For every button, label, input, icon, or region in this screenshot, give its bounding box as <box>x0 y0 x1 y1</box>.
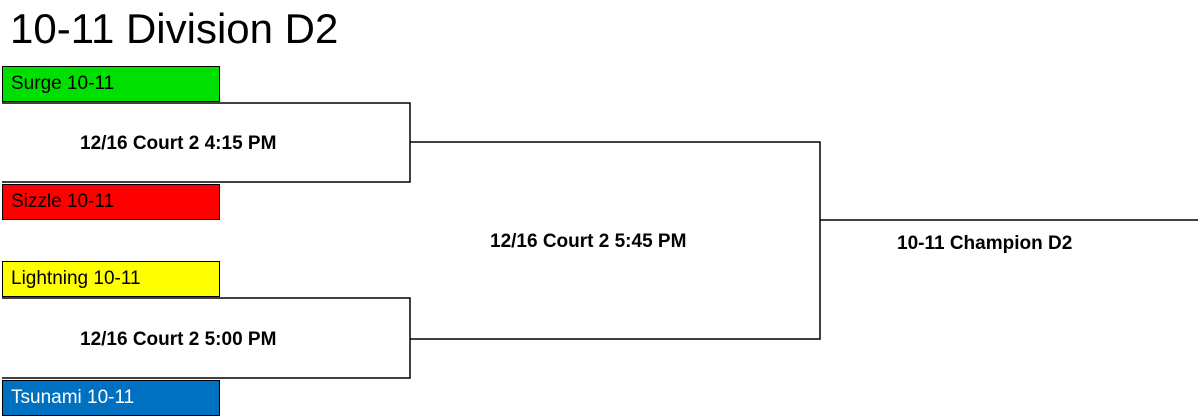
team-name: Tsunami 10-11 <box>11 387 135 408</box>
bracket-title: 10-11 Division D2 <box>10 5 339 52</box>
semi1-game-label: 12/16 Court 2 4:15 PM <box>80 133 277 154</box>
team-slot-sizzle: Sizzle 10-11 <box>2 184 220 220</box>
champion-label: 10-11 Champion D2 <box>897 233 1073 254</box>
team-slot-surge: Surge 10-11 <box>2 66 220 102</box>
team-name: Lightning 10-11 <box>11 268 141 289</box>
semi2-game-label: 12/16 Court 2 5:00 PM <box>80 329 277 350</box>
final-game-label: 12/16 Court 2 5:45 PM <box>490 231 687 252</box>
semi2-bracket-line <box>2 297 411 379</box>
team-slot-lightning: Lightning 10-11 <box>2 261 220 297</box>
final-bracket-line <box>410 141 821 340</box>
team-name: Sizzle 10-11 <box>11 191 115 212</box>
team-name: Surge 10-11 <box>11 73 115 94</box>
team-slot-tsunami: Tsunami 10-11 <box>2 380 220 416</box>
